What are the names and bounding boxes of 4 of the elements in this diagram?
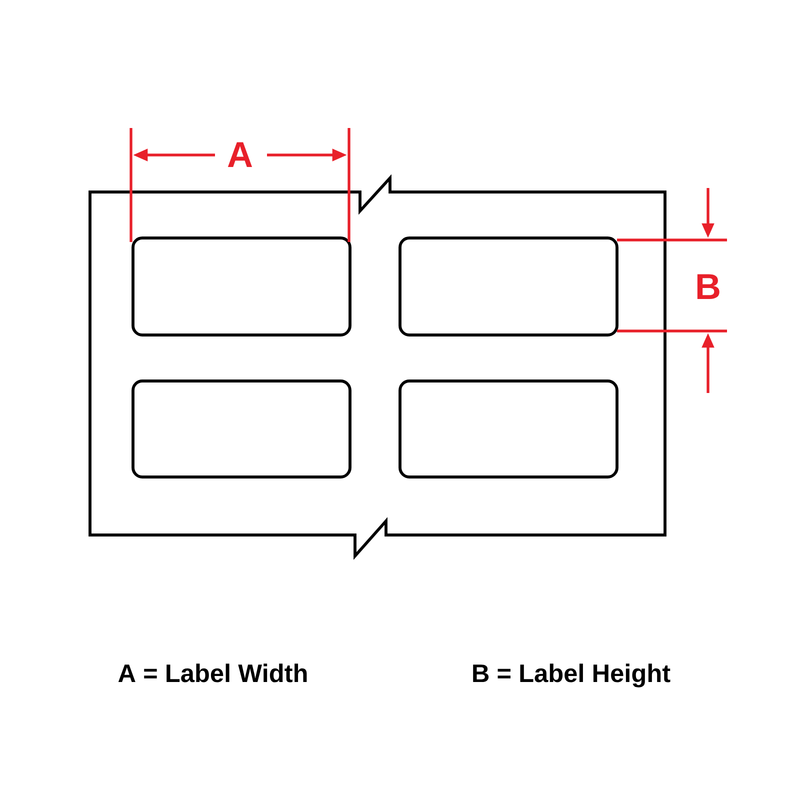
dimension-letter: B	[697, 274, 720, 299]
dimension-letter: A	[228, 142, 252, 167]
key-text: A = Label Width	[118, 664, 307, 682]
key-text: B = Label Height	[473, 664, 670, 688]
